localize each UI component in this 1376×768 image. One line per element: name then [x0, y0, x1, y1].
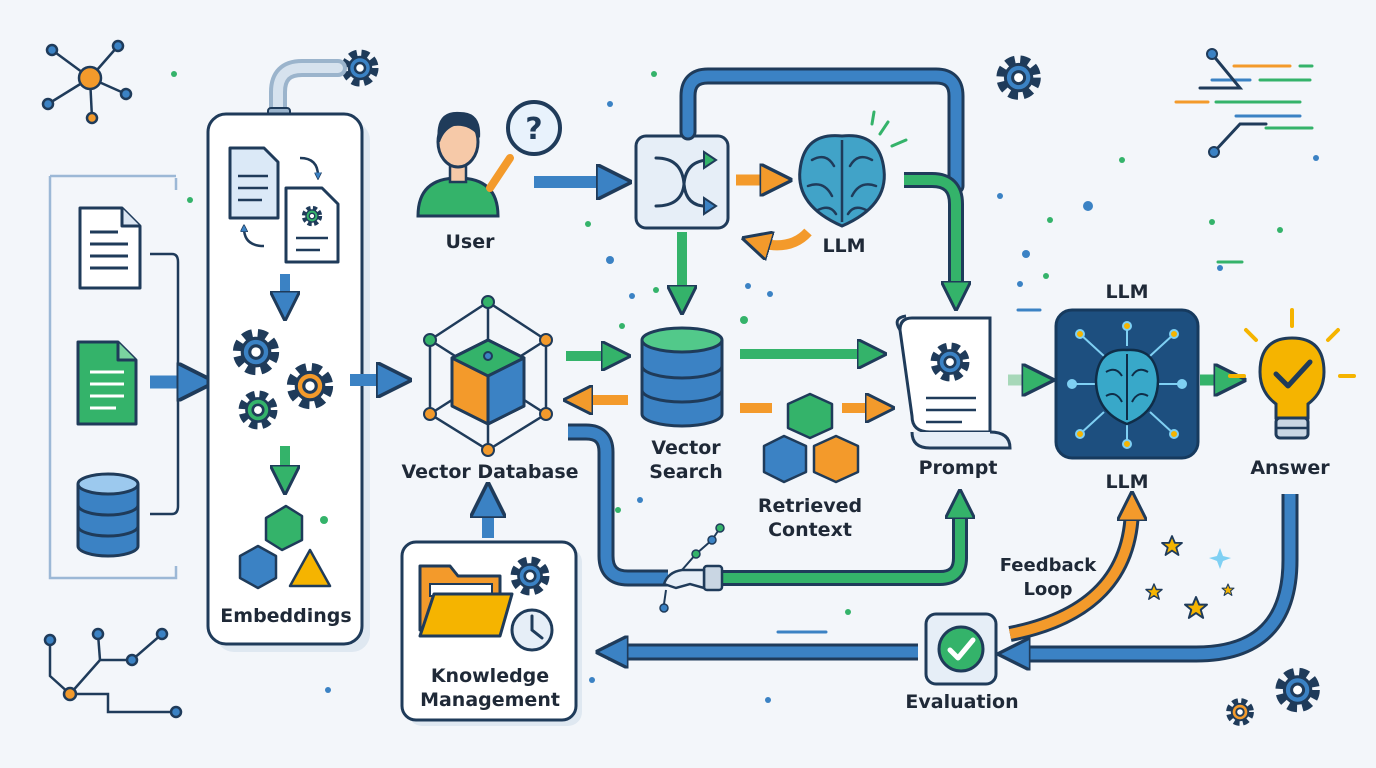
arrow-feedback-loop [1009, 506, 1132, 639]
svg-text:?: ? [525, 112, 542, 147]
label-knowledge-management-line2: Management [420, 689, 560, 711]
label-vector-search-line2: Search [649, 461, 723, 483]
folder-icon [418, 564, 514, 638]
network-graph-top-left [41, 39, 133, 125]
brain-icon [798, 110, 908, 228]
shuffle-router-icon [634, 134, 730, 230]
sources-bracket [48, 174, 178, 580]
decorative-dots [171, 71, 1319, 703]
star-icon [1161, 535, 1183, 556]
label-llm-main-top: LLM [1105, 281, 1149, 303]
label-retrieved-context-line1: Retrieved [757, 495, 863, 517]
document-icon [78, 206, 142, 290]
cube-network-icon [423, 295, 553, 457]
label-llm-main-bottom: LLM [1105, 471, 1149, 493]
star-icon [1221, 583, 1235, 596]
context-cubes-icon [762, 392, 860, 484]
embedding-shapes-icon [238, 504, 332, 590]
data-stream-lines-top-right [1174, 48, 1314, 158]
arrow-llm-to-prompt [904, 175, 956, 296]
gear-icon [1281, 673, 1315, 707]
label-llm-top: LLM [822, 235, 866, 257]
gear-icon [1002, 61, 1036, 95]
arrow-top-loop [682, 70, 962, 192]
gear-icon [346, 54, 374, 82]
label-vector-database: Vector Database [401, 461, 579, 483]
database-icon [76, 472, 140, 558]
label-embeddings: Embeddings [220, 605, 352, 627]
documents-transform-icon [228, 146, 340, 264]
label-evaluation: Evaluation [905, 691, 1019, 713]
arrow-loop-to-prompt [718, 504, 960, 583]
decorative-dashes [776, 260, 1244, 634]
star-icon [1145, 583, 1163, 600]
lightbulb-check-icon [1228, 308, 1356, 440]
label-knowledge-management-line1: Knowledge [430, 665, 550, 687]
star-icon [1184, 596, 1208, 619]
label-answer: Answer [1250, 457, 1330, 479]
user-icon [416, 111, 500, 218]
label-feedback-loop-line2: Loop [1023, 579, 1073, 600]
arrow-llm-loop-back [756, 228, 812, 245]
spreadsheet-icon [76, 340, 138, 426]
clock-icon [510, 608, 554, 652]
gear-icon [1230, 702, 1251, 723]
magnifier-question-icon: ? [486, 100, 562, 192]
robot-hand-connector-icon [659, 523, 725, 613]
arrow-db-bottom-loop [568, 426, 668, 584]
arrow-answer-to-evaluation [1014, 494, 1296, 654]
vector-search-database-icon [640, 326, 724, 428]
label-feedback-loop-line1: Feedback [999, 555, 1097, 576]
prompt-scroll-icon [895, 314, 1012, 450]
label-user: User [445, 231, 495, 253]
label-prompt: Prompt [918, 457, 998, 479]
network-graph-bottom-left [43, 627, 183, 719]
label-retrieved-context-line2: Context [768, 519, 852, 541]
label-vector-search-line1: Vector [651, 437, 721, 459]
